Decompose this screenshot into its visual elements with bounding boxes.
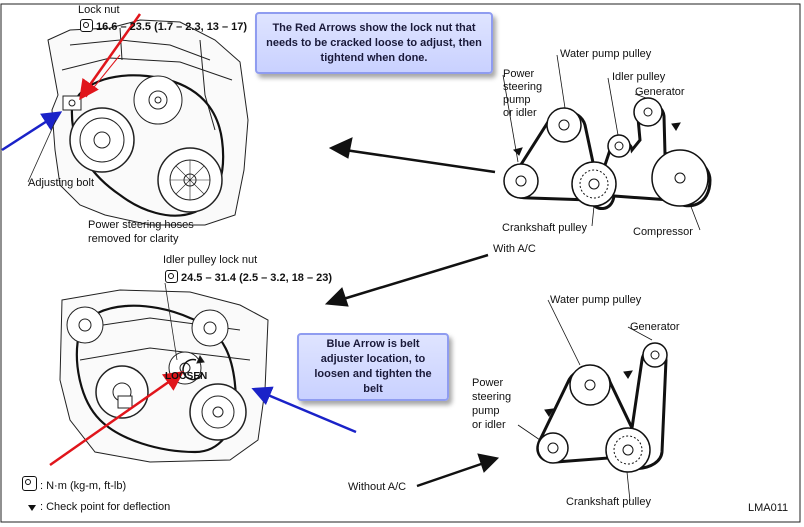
blue-arrow-callout: Blue Arrow is belt adjuster location, to… — [297, 333, 449, 401]
without-ac-generator-label: Generator — [630, 321, 680, 333]
with-ac-belt-layout — [502, 54, 712, 231]
without-ac-title: Without A/C — [348, 481, 407, 493]
without-ac-ps-line2: steering — [472, 391, 512, 403]
idler-lock-nut-torque-value: 24.5 – 31.4 (2.5 – 3.2, 18 – 23) — [181, 272, 333, 284]
legend-torque-units-text: : N·m (kg-m, ft-lb) — [40, 480, 127, 492]
red-arrow-lock-nut — [79, 13, 142, 101]
with-ac-water-pump-label: Water pump pulley — [560, 48, 652, 60]
lock-nut-label: Lock nut — [78, 4, 120, 16]
hoses-note-line1: Power steering hoses — [88, 219, 194, 231]
red-arrows-callout-text: The Red Arrows show the lock nut that ne… — [266, 21, 482, 64]
without-ac-ps-line1: Power — [472, 377, 504, 389]
with-ac-ps-line3: pump — [503, 94, 531, 106]
with-ac-crankshaft-label: Crankshaft pulley — [502, 222, 587, 234]
red-arrows-callout: The Red Arrows show the lock nut that ne… — [255, 12, 493, 74]
lock-nut-leader — [85, 54, 121, 98]
blue-arrow-adjusting-bolt — [1, 111, 63, 152]
adjusting-bolt-label: Adjusting bolt — [28, 177, 95, 189]
without-ac-belt-layout — [517, 299, 668, 502]
lock-nut-torque: 16.6 – 23.5 (1.7 – 2.3, 13 – 17) — [80, 19, 247, 34]
with-ac-compressor-label: Compressor — [633, 226, 693, 238]
top-engine-illustration — [47, 19, 249, 226]
with-ac-title: With A/C — [493, 243, 536, 255]
red-arrow-idler-lock-nut — [49, 371, 185, 467]
legend-torque-units: : N·m (kg-m, ft-lb) — [22, 476, 126, 493]
without-ac-crankshaft-label: Crankshaft pulley — [566, 496, 651, 508]
torque-wrench-icon — [80, 19, 93, 32]
figure-code: LMA011 — [748, 502, 789, 514]
check-point-triangle — [28, 505, 36, 511]
torque-wrench-icon — [165, 270, 178, 283]
pointer-arrows — [324, 137, 500, 488]
without-ac-water-pump-label: Water pump pulley — [550, 294, 642, 306]
with-ac-idler-label: Idler pulley — [612, 71, 666, 83]
with-ac-ps-line1: Power — [503, 68, 535, 80]
without-ac-ps-line3: pump — [472, 405, 500, 417]
legend-check-point: : Check point for deflection — [40, 501, 171, 513]
hoses-note-line2: removed for clarity — [88, 233, 179, 245]
without-ac-ps-line4: or idler — [472, 419, 506, 431]
figure-frame — [0, 3, 801, 523]
loosen-label: LOOSEN — [165, 371, 208, 382]
with-ac-generator-label: Generator — [635, 86, 685, 98]
blue-arrow-belt-adjuster — [251, 386, 357, 434]
idler-lock-nut-label: Idler pulley lock nut — [163, 254, 258, 266]
with-ac-ps-line4: or idler — [503, 107, 537, 119]
torque-wrench-icon — [22, 476, 37, 491]
blue-arrow-callout-text: Blue Arrow is belt adjuster location, to… — [314, 338, 432, 395]
adjusting-bolt-leader — [27, 119, 57, 183]
with-ac-ps-line2: steering — [503, 81, 543, 93]
idler-lock-nut-torque: 24.5 – 31.4 (2.5 – 3.2, 18 – 23) — [165, 270, 332, 285]
lock-nut-torque-value: 16.6 – 23.5 (1.7 – 2.3, 13 – 17) — [96, 21, 248, 33]
